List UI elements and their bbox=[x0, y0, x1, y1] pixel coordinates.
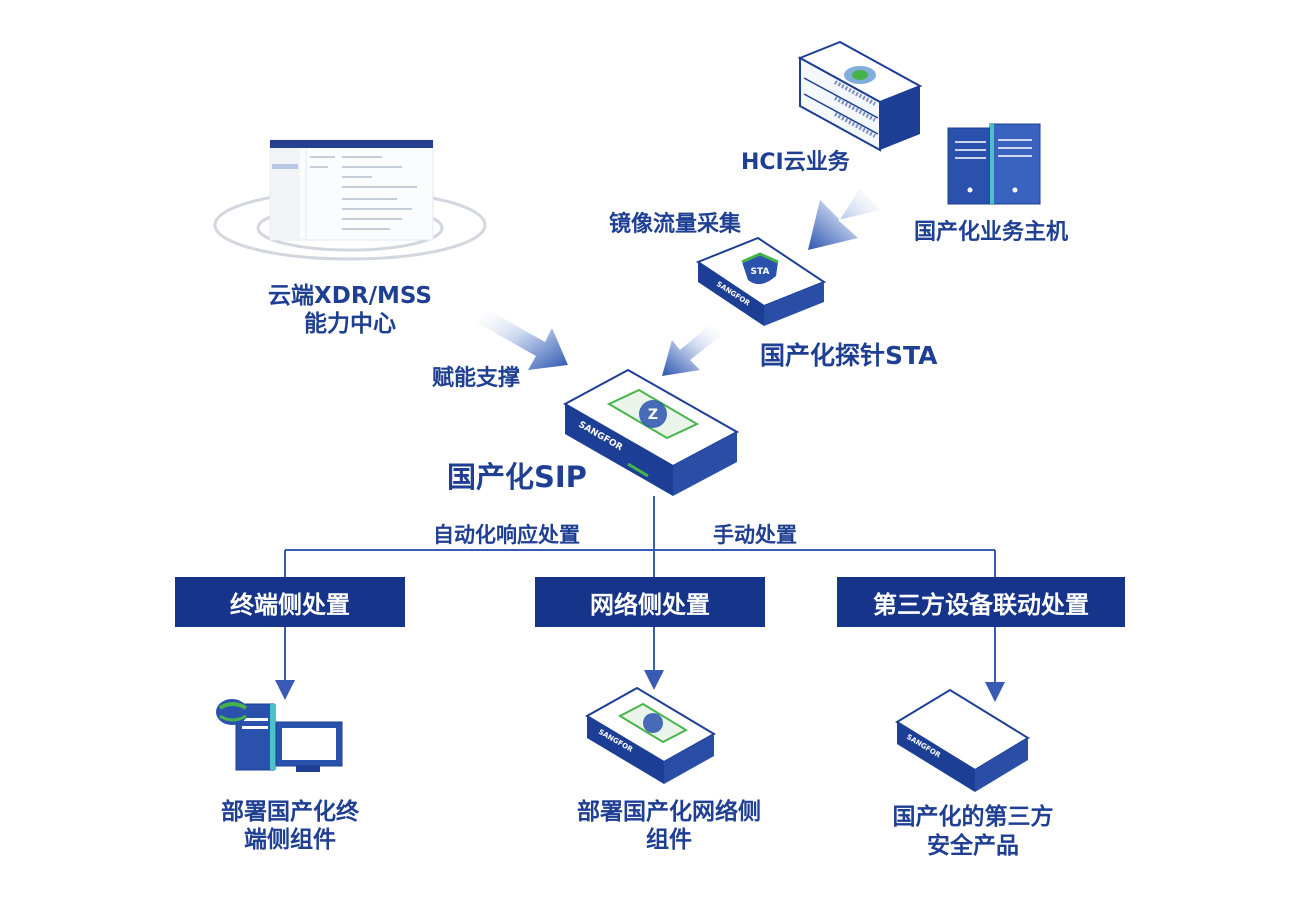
hci-label: HCI云业务 bbox=[741, 150, 850, 175]
cloud-xdr-label-line1: 云端XDR/MSS bbox=[268, 283, 432, 309]
endpoint-result-line2: 端侧组件 bbox=[244, 827, 336, 853]
endpoint-response-box: 终端侧处置 bbox=[175, 577, 405, 627]
cloud-xdr-label-line2: 能力中心 bbox=[304, 311, 396, 337]
empower-label: 赋能支撑 bbox=[432, 366, 521, 391]
hci-server-stack-illustration bbox=[797, 40, 923, 152]
sip-logo-icon: Z bbox=[648, 407, 658, 423]
domestic-host-label: 国产化业务主机 bbox=[914, 220, 1069, 245]
third-party-result-line1: 国产化的第三方 bbox=[892, 804, 1054, 830]
endpoint-result-line1: 部署国产化终 bbox=[221, 799, 359, 825]
arrow-sta-to-sip bbox=[662, 325, 722, 376]
third-party-result-line2: 安全产品 bbox=[927, 833, 1019, 859]
sip-label: 国产化SIP bbox=[447, 460, 587, 494]
auto-response-label: 自动化响应处置 bbox=[433, 523, 580, 547]
arrow-host-to-sta bbox=[808, 188, 880, 250]
arrow-xdr-to-sip bbox=[476, 310, 568, 370]
network-response-box: 网络侧处置 bbox=[535, 577, 765, 627]
third-party-response-box: 第三方设备联动处置 bbox=[837, 577, 1125, 627]
tree-connectors bbox=[275, 496, 1005, 702]
cloud-xdr-console-illustration bbox=[213, 139, 487, 261]
probe-sta-label: 国产化探针STA bbox=[760, 341, 938, 370]
sta-probe-device: STA SANGFOR bbox=[695, 236, 827, 326]
sta-badge-text: STA bbox=[751, 267, 770, 277]
network-result-line1: 部署国产化网络侧 bbox=[577, 799, 761, 825]
domestic-host-towers-illustration bbox=[947, 123, 1041, 205]
mirror-collect-label: 镜像流量采集 bbox=[609, 212, 742, 237]
network-component-device: SANGFOR bbox=[585, 686, 716, 784]
manual-response-label: 手动处置 bbox=[713, 523, 797, 547]
sip-device: Z SANGFOR bbox=[562, 368, 740, 496]
network-result-line2: 组件 bbox=[646, 827, 692, 853]
third-party-product-device: SANGFOR bbox=[895, 688, 1030, 792]
endpoint-pc-illustration bbox=[216, 699, 343, 772]
